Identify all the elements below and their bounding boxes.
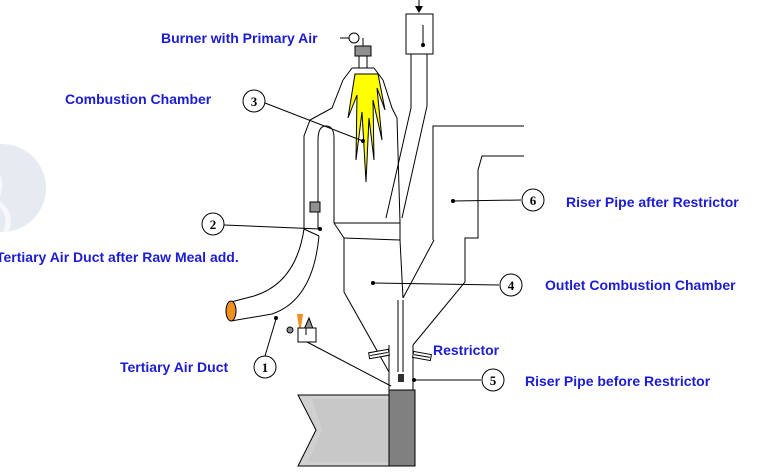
label-outlet: Outlet Combustion Chamber <box>545 277 736 293</box>
marker-1-label: 1 <box>262 360 269 375</box>
restrictor <box>368 348 432 362</box>
label-riser-before: Riser Pipe before Restrictor <box>525 373 711 389</box>
leader-lines <box>223 102 522 382</box>
label-tertiary-after: Tertiary Air Duct after Raw Meal add. <box>0 249 239 265</box>
kiln-inlet <box>388 389 416 467</box>
burner <box>340 32 384 81</box>
burner-flame <box>347 73 386 183</box>
combustion-chamber <box>303 79 401 373</box>
marker-1: 1 <box>253 355 277 379</box>
marker-4: 4 <box>499 273 523 297</box>
marker-3: 3 <box>242 89 266 113</box>
rotary-kiln <box>297 394 390 467</box>
marker-3-label: 3 <box>251 94 258 109</box>
outlet-chamber-cone <box>343 222 435 299</box>
marker-5: 5 <box>481 368 505 392</box>
label-riser-after: Riser Pipe after Restrictor <box>566 194 739 210</box>
watermark-globe <box>0 144 46 234</box>
riser-before-restrictor <box>388 300 414 390</box>
marker-5-label: 5 <box>490 373 497 388</box>
marker-6-label: 6 <box>530 193 537 208</box>
tertiary-air-duct <box>225 228 392 387</box>
marker-4-label: 4 <box>508 278 515 293</box>
label-combustion-chamber: Combustion Chamber <box>65 91 212 107</box>
label-restrictor: Restrictor <box>433 342 500 358</box>
feed-pipe <box>385 0 434 219</box>
riser-after-restrictor <box>412 125 524 346</box>
label-tertiary-duct: Tertiary Air Duct <box>120 359 228 375</box>
marker-2-label: 2 <box>210 217 217 232</box>
marker-6: 6 <box>521 188 545 212</box>
label-burner: Burner with Primary Air <box>161 30 318 46</box>
marker-2: 2 <box>201 212 225 236</box>
